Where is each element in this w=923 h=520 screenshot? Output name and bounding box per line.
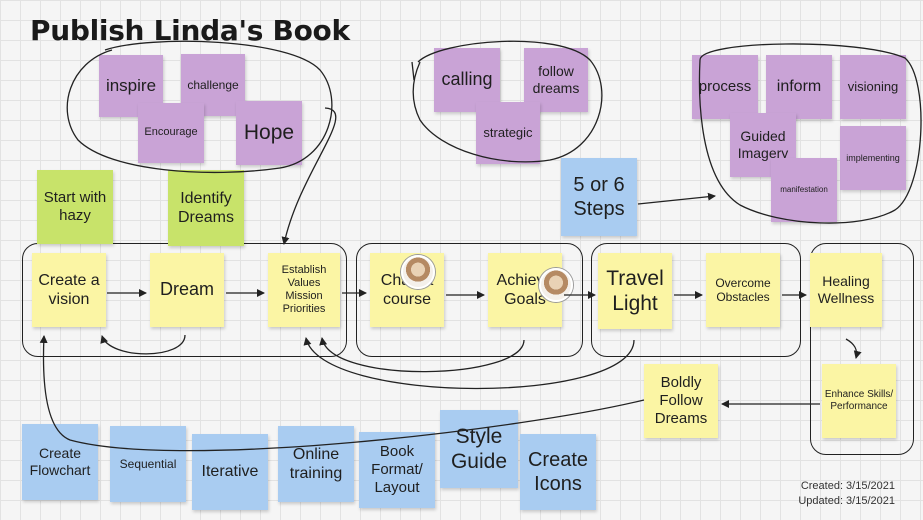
sticky-note-style-guide[interactable]: Style Guide xyxy=(440,410,518,488)
board-title: Publish Linda's Book xyxy=(30,14,350,47)
sticky-note-healing-wellness[interactable]: Healing Wellness xyxy=(810,253,882,327)
sticky-note-sequential[interactable]: Sequential xyxy=(110,426,186,502)
sticky-note-establish-values[interactable]: Establish Values Mission Priorities xyxy=(268,253,340,327)
sticky-note-boldly-follow-dreams[interactable]: Boldly Follow Dreams xyxy=(644,364,718,438)
arrow-steps-to-cluster xyxy=(637,192,716,205)
sticky-note-enhance-skills[interactable]: Enhance Skills/ Performance xyxy=(822,364,896,438)
user-avatar-chart-course[interactable] xyxy=(401,255,435,289)
sticky-note-encourage[interactable]: Encourage xyxy=(138,103,204,163)
sticky-note-strategic[interactable]: strategic xyxy=(476,102,540,164)
sticky-note-book-format-layout[interactable]: Book Format/ Layout xyxy=(359,432,435,508)
sticky-note-overcome-obstacles[interactable]: Overcome Obstacles xyxy=(706,253,780,327)
sticky-note-visioning[interactable]: visioning xyxy=(840,55,906,119)
sticky-note-hope[interactable]: Hope xyxy=(236,101,302,165)
sticky-note-create-flowchart[interactable]: Create Flowchart xyxy=(22,424,98,500)
sticky-note-travel-light[interactable]: Travel Light xyxy=(598,253,672,329)
sticky-note-process[interactable]: process xyxy=(692,55,758,119)
created-date: Created: 3/15/2021 xyxy=(800,480,895,492)
frame-travel-group[interactable] xyxy=(591,243,801,357)
sticky-note-inform[interactable]: inform xyxy=(766,55,832,119)
sticky-note-start-with-hazy[interactable]: Start with hazy xyxy=(37,170,113,244)
sticky-note-implementing[interactable]: implementing xyxy=(840,126,906,190)
updated-date: Updated: 3/15/2021 xyxy=(798,495,895,507)
sticky-note-manifestation[interactable]: manifestation xyxy=(771,158,837,222)
sticky-note-5-or-6-steps[interactable]: 5 or 6 Steps xyxy=(561,158,637,236)
sticky-note-create-icons[interactable]: Create Icons xyxy=(520,434,596,510)
pen-mark-calling xyxy=(411,61,415,81)
sticky-note-create-a-vision[interactable]: Create a vision xyxy=(32,253,106,327)
sticky-note-identify-dreams[interactable]: Identify Dreams xyxy=(168,170,244,246)
user-avatar-achieve-goals[interactable] xyxy=(539,268,573,302)
sticky-note-online-training[interactable]: Online training xyxy=(278,426,354,502)
frame-healing-group[interactable] xyxy=(810,243,914,455)
sticky-note-dream[interactable]: Dream xyxy=(150,253,224,327)
sticky-note-iterative[interactable]: Iterative xyxy=(192,434,268,510)
